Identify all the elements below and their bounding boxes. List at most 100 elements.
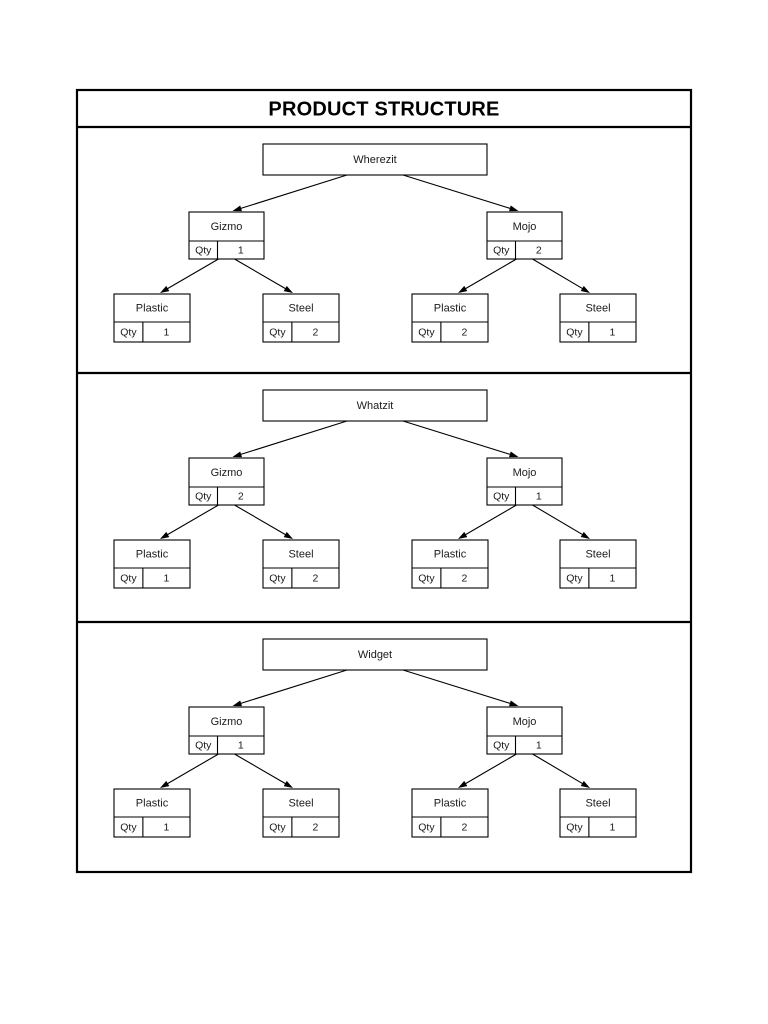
panel-whatzit-edge-gizmo-to-steel-arrowhead bbox=[283, 531, 293, 539]
panel-widget-component-mojo-plastic-label: Plastic bbox=[434, 797, 467, 809]
panel-wherezit-subassembly-gizmo-label: Gizmo bbox=[211, 221, 243, 233]
panel-whatzit-edge-gizmo-to-steel bbox=[234, 504, 288, 536]
panel-whatzit-component-mojo-steel-qty-header: Qty bbox=[566, 572, 583, 584]
panel-wherezit-component-mojo-plastic-label: Plastic bbox=[434, 302, 467, 314]
panel-whatzit-component-gizmo-steel-label: Steel bbox=[288, 548, 313, 560]
panel-whatzit-edge-root-to-gizmo-arrowhead bbox=[232, 451, 242, 458]
panel-whatzit-subassembly-mojo[interactable] bbox=[486, 457, 563, 506]
panel-wherezit-component-gizmo-plastic[interactable] bbox=[113, 293, 191, 343]
panel-whatzit-edge-gizmo-to-plastic-arrowhead bbox=[160, 531, 170, 539]
panel-whatzit-edge-mojo-to-plastic bbox=[463, 504, 517, 536]
panel-widget-subassembly-mojo[interactable] bbox=[486, 706, 563, 755]
panel-widget-root-widget-label: Widget bbox=[358, 649, 392, 661]
panel-widget-subassembly-gizmo[interactable] bbox=[188, 706, 265, 755]
panel-widget-edge-mojo-to-steel bbox=[532, 753, 585, 785]
panel-whatzit-subassembly-mojo-qty-value: 1 bbox=[536, 490, 542, 502]
panel-whatzit-edge-gizmo-to-plastic bbox=[165, 504, 219, 536]
panel-whatzit-component-gizmo-steel-qty-value: 2 bbox=[313, 572, 319, 584]
panel-widget-edge-gizmo-to-steel-arrowhead bbox=[283, 780, 293, 788]
panel-whatzit-edge-mojo-to-plastic-arrowhead bbox=[458, 531, 468, 539]
panel-widget-edge-root-to-mojo bbox=[402, 669, 512, 705]
panel-whatzit-subassembly-gizmo[interactable] bbox=[188, 457, 265, 506]
panel-wherezit-subassembly-gizmo-qty-header: Qty bbox=[195, 244, 212, 256]
panel-wherezit-edge-root-to-gizmo-arrowhead bbox=[232, 205, 242, 212]
panel-wherezit-edge-gizmo-to-steel-arrowhead bbox=[283, 285, 293, 293]
panel-widget-edge-gizmo-to-plastic-arrowhead bbox=[160, 780, 170, 788]
panel-wherezit-edge-gizmo-to-plastic-arrowhead bbox=[160, 285, 170, 293]
panel-whatzit-component-gizmo-plastic[interactable] bbox=[113, 539, 191, 589]
panel-whatzit-component-mojo-plastic-qty-header: Qty bbox=[418, 572, 435, 584]
panel-wherezit-component-gizmo-plastic-qty-value: 1 bbox=[164, 326, 170, 338]
panel-wherezit-edge-root-to-mojo bbox=[402, 174, 512, 210]
panel-whatzit-subassembly-gizmo-qty-value: 2 bbox=[238, 490, 244, 502]
panel-whatzit-subassembly-mojo-qty-header: Qty bbox=[493, 490, 510, 502]
panel-whatzit-edge-mojo-to-steel bbox=[532, 504, 585, 536]
panel-widget-component-gizmo-plastic-qty-header: Qty bbox=[120, 821, 137, 833]
panel-wherezit-component-mojo-steel[interactable] bbox=[559, 293, 637, 343]
panel-wherezit-root-wherezit[interactable] bbox=[262, 143, 488, 176]
panel-widget-component-gizmo-steel[interactable] bbox=[262, 788, 340, 838]
panel-wherezit-subassembly-mojo[interactable] bbox=[486, 211, 563, 260]
panel-widget-component-mojo-plastic-qty-header: Qty bbox=[418, 821, 435, 833]
panel-wherezit-subassembly-gizmo-qty-value: 1 bbox=[238, 244, 244, 256]
panel-wherezit-edge-mojo-to-plastic bbox=[463, 258, 517, 290]
panel-wherezit-subassembly-mojo-qty-header: Qty bbox=[493, 244, 510, 256]
panel-wherezit-component-mojo-plastic-qty-header: Qty bbox=[418, 326, 435, 338]
panel-widget-component-mojo-steel[interactable] bbox=[559, 788, 637, 838]
panel-wherezit-component-gizmo-steel[interactable] bbox=[262, 293, 340, 343]
panel-wherezit-edge-gizmo-to-plastic bbox=[165, 258, 219, 290]
panel-whatzit-edge-root-to-mojo-arrowhead bbox=[509, 451, 519, 458]
panel-whatzit-component-mojo-plastic[interactable] bbox=[411, 539, 489, 589]
panel-widget-edge-gizmo-to-steel bbox=[234, 753, 288, 785]
panel-whatzit-component-mojo-steel-qty-value: 1 bbox=[610, 572, 616, 584]
panel-wherezit-component-gizmo-plastic-qty-header: Qty bbox=[120, 326, 137, 338]
panel-wherezit-component-mojo-plastic[interactable] bbox=[411, 293, 489, 343]
panel-whatzit-root-whatzit[interactable] bbox=[262, 389, 488, 422]
panel-whatzit-edge-root-to-mojo bbox=[402, 420, 512, 456]
panel-wherezit-component-mojo-plastic-qty-value: 2 bbox=[462, 326, 468, 338]
panel-widget-subassembly-mojo-label: Mojo bbox=[513, 716, 537, 728]
panel-wherezit-subassembly-mojo-label: Mojo bbox=[513, 221, 537, 233]
panel-widget-component-mojo-steel-qty-value: 1 bbox=[610, 821, 616, 833]
panel-widget-subassembly-mojo-qty-value: 1 bbox=[536, 739, 542, 751]
panel-wherezit-component-mojo-steel-qty-header: Qty bbox=[566, 326, 583, 338]
panel-whatzit-component-gizmo-steel-qty-header: Qty bbox=[269, 572, 286, 584]
panel-wherezit-edge-root-to-gizmo bbox=[239, 174, 348, 210]
panel-widget-edge-mojo-to-plastic-arrowhead bbox=[458, 780, 468, 788]
panel-whatzit-component-gizmo-plastic-qty-value: 1 bbox=[164, 572, 170, 584]
page-title: PRODUCT STRUCTURE bbox=[268, 98, 499, 120]
panel-widget-component-mojo-plastic[interactable] bbox=[411, 788, 489, 838]
panel-wherezit-component-mojo-steel-qty-value: 1 bbox=[610, 326, 616, 338]
panel-whatzit-component-gizmo-plastic-label: Plastic bbox=[136, 548, 169, 560]
panel-widget-edge-root-to-mojo-arrowhead bbox=[509, 700, 519, 707]
panel-whatzit-component-gizmo-steel[interactable] bbox=[262, 539, 340, 589]
panel-wherezit-edge-mojo-to-plastic-arrowhead bbox=[458, 285, 468, 293]
panel-wherezit-component-mojo-steel-label: Steel bbox=[585, 302, 610, 314]
panel-wherezit-subassembly-gizmo[interactable] bbox=[188, 211, 265, 260]
panel-widget-subassembly-gizmo-qty-header: Qty bbox=[195, 739, 212, 751]
panel-widget-subassembly-gizmo-label: Gizmo bbox=[211, 716, 243, 728]
panel-wherezit-component-gizmo-plastic-label: Plastic bbox=[136, 302, 169, 314]
panel-widget-component-gizmo-steel-qty-header: Qty bbox=[269, 821, 286, 833]
panel-whatzit-component-mojo-plastic-qty-value: 2 bbox=[462, 572, 468, 584]
panel-wherezit-root-wherezit-label: Wherezit bbox=[353, 154, 396, 166]
panel-wherezit-edge-mojo-to-steel bbox=[532, 258, 585, 290]
panel-widget-edge-mojo-to-plastic bbox=[463, 753, 517, 785]
panel-widget-component-gizmo-plastic[interactable] bbox=[113, 788, 191, 838]
panel-whatzit-subassembly-mojo-label: Mojo bbox=[513, 467, 537, 479]
panel-widget-root-widget[interactable] bbox=[262, 638, 488, 671]
panel-widget-subassembly-mojo-qty-header: Qty bbox=[493, 739, 510, 751]
panel-wherezit-edge-root-to-mojo-arrowhead bbox=[509, 205, 519, 212]
outer-frame bbox=[75, 88, 693, 874]
panel-whatzit-edge-root-to-gizmo bbox=[239, 420, 348, 456]
panel-widget-component-mojo-plastic-qty-value: 2 bbox=[462, 821, 468, 833]
panel-whatzit-component-mojo-steel[interactable] bbox=[559, 539, 637, 589]
panel-widget-edge-root-to-gizmo-arrowhead bbox=[232, 700, 242, 707]
panel-widget-component-gizmo-plastic-label: Plastic bbox=[136, 797, 169, 809]
panel-widget-edge-gizmo-to-plastic bbox=[165, 753, 219, 785]
panel-widget-edge-root-to-gizmo bbox=[239, 669, 348, 705]
